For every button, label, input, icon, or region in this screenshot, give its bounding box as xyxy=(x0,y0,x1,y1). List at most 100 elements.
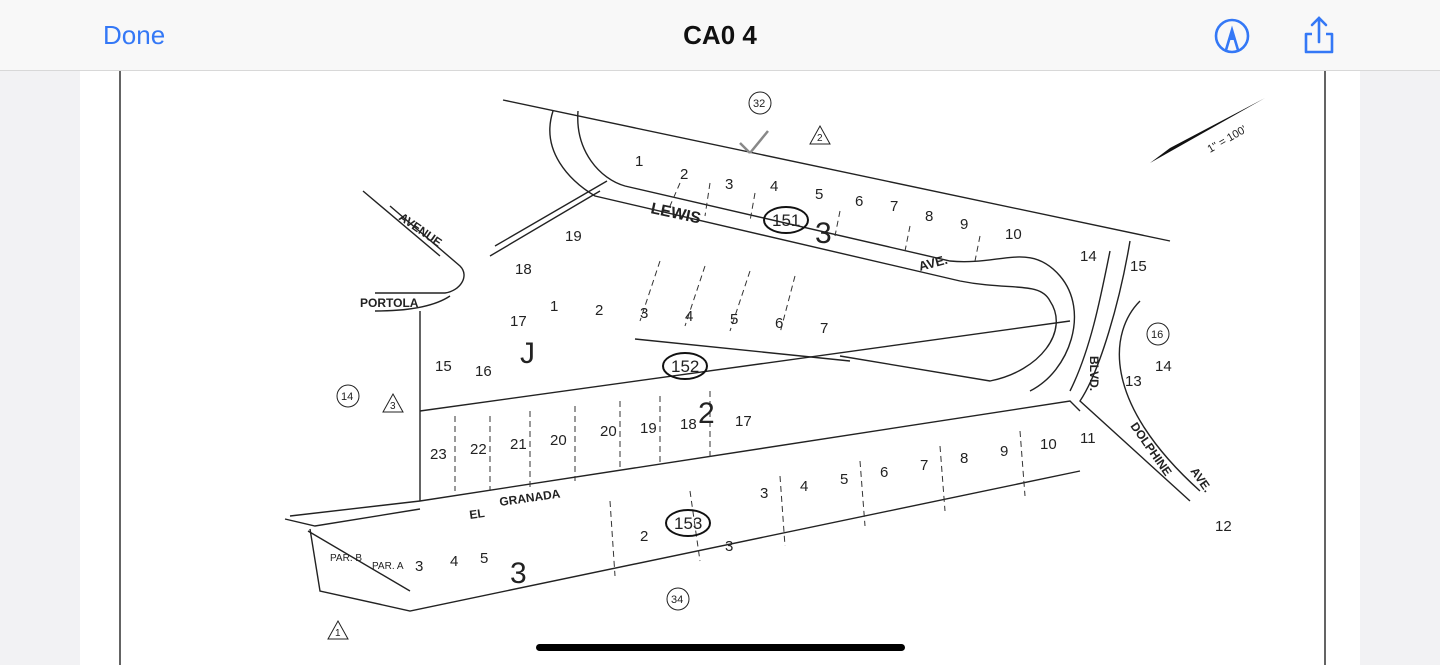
lot-line xyxy=(904,225,911,252)
block-number-oval xyxy=(665,509,711,537)
lot-line xyxy=(834,210,841,237)
street-label: LEWIS xyxy=(649,200,702,227)
block-number: 153 xyxy=(674,514,702,533)
lot-number: 3 xyxy=(725,538,733,555)
lot-number: 4 xyxy=(685,308,693,325)
lot-line xyxy=(669,182,681,207)
street-label: DOLPHINE xyxy=(1128,420,1175,479)
lot-number: 18 xyxy=(515,261,532,278)
lot-line xyxy=(1019,430,1026,497)
triangle-label: 3 xyxy=(390,401,396,412)
lot-line xyxy=(779,475,786,547)
lot-number: 2 xyxy=(640,528,648,545)
lot-line xyxy=(939,445,946,512)
triangle-marker-icon xyxy=(382,392,404,413)
lot-number: 11 xyxy=(1080,430,1096,447)
parcel-map: LEWIS AVE. AVENUE PORTOLA EL GRANADA DOLPHINE A… xyxy=(119,71,1326,665)
lot-number: 23 xyxy=(430,446,447,463)
lot-number: 13 xyxy=(1125,373,1142,390)
lot-number: 6 xyxy=(880,464,888,481)
lot-line xyxy=(729,270,751,332)
lot-number: 9 xyxy=(1000,443,1008,460)
street-label: PORTOLA xyxy=(360,296,419,310)
lot-number: 8 xyxy=(925,208,933,225)
street-label: AVE. xyxy=(917,252,949,274)
lot-number: 19 xyxy=(640,420,657,437)
block-number: 151 xyxy=(772,211,800,230)
lot-number: 2 xyxy=(680,166,688,183)
block-number: 152 xyxy=(671,357,699,376)
lot-number: 1 xyxy=(550,298,558,315)
block-number-oval xyxy=(662,352,708,380)
lot-line xyxy=(609,500,616,577)
lot-number: 17 xyxy=(735,413,752,430)
lot-line xyxy=(704,182,711,217)
lot-number: 7 xyxy=(920,457,928,474)
lot-number: 7 xyxy=(890,198,898,215)
handwritten-mark: 3 xyxy=(510,557,527,590)
lot-line xyxy=(684,265,706,327)
lot-number: PAR. B xyxy=(330,553,362,564)
lot-number: 18 xyxy=(680,416,697,433)
street-label: BLVD. xyxy=(1087,356,1101,391)
lot-number: 16 xyxy=(475,363,492,380)
lot-number: PAR. A xyxy=(372,561,404,572)
lot-line xyxy=(859,460,866,527)
north-arrow-icon xyxy=(1150,98,1265,163)
lot-number: 14 xyxy=(1080,248,1097,265)
check-mark-icon xyxy=(749,130,769,154)
lot-number: 9 xyxy=(960,216,968,233)
lot-number: 5 xyxy=(730,311,738,328)
share-button[interactable] xyxy=(1299,14,1339,56)
lot-line xyxy=(639,260,661,322)
lot-line xyxy=(974,235,981,262)
lot-number: 19 xyxy=(565,228,582,245)
lot-number: 15 xyxy=(1130,258,1147,275)
reference-number: 14 xyxy=(341,391,353,403)
lot-number: 5 xyxy=(480,550,488,567)
lot-number: 4 xyxy=(800,478,808,495)
markup-button[interactable] xyxy=(1212,14,1252,56)
lot-number: 8 xyxy=(960,450,968,467)
lot-number: 14 xyxy=(1155,358,1172,375)
lot-number: 10 xyxy=(1040,436,1057,453)
lot-number: 22 xyxy=(470,441,487,458)
lot-line xyxy=(689,490,701,562)
reference-number: 16 xyxy=(1151,329,1163,341)
triangle-marker-icon xyxy=(809,124,831,145)
lot-number: 15 xyxy=(435,358,452,375)
home-indicator xyxy=(536,644,905,651)
triangle-label: 1 xyxy=(335,628,341,639)
pencil-tip-circle-icon xyxy=(1214,18,1250,54)
lot-number: 4 xyxy=(450,553,458,570)
block-number-oval xyxy=(763,206,809,234)
lot-number: 17 xyxy=(510,313,527,330)
lot-number: 2 xyxy=(595,302,603,319)
street-label: AVENUE xyxy=(396,210,444,250)
document-page xyxy=(80,71,1360,665)
lot-number: 1 xyxy=(635,153,643,170)
lot-number: 6 xyxy=(775,315,783,332)
lot-number: 3 xyxy=(640,305,648,322)
lot-number: 10 xyxy=(1005,226,1022,243)
lot-line xyxy=(749,192,756,222)
reference-number: 32 xyxy=(753,98,765,110)
reference-circle xyxy=(748,91,772,115)
done-button[interactable]: Done xyxy=(103,20,166,50)
lot-number: 21 xyxy=(510,436,527,453)
triangle-label: 2 xyxy=(817,133,823,144)
lot-number: 4 xyxy=(770,178,778,195)
lot-number: 20 xyxy=(550,432,567,449)
street-label: EL xyxy=(468,506,485,522)
lot-number: 3 xyxy=(725,176,733,193)
street-label: AVE. xyxy=(1188,465,1215,495)
lot-number: 6 xyxy=(855,193,863,210)
handwritten-mark: 2 xyxy=(698,397,715,430)
street-label: GRANADA xyxy=(498,487,561,509)
triangle-marker-icon xyxy=(327,619,349,640)
handwritten-mark: 3 xyxy=(815,217,832,250)
lot-number: 3 xyxy=(415,558,423,575)
lot-number: 3 xyxy=(760,485,768,502)
lot-number: 12 xyxy=(1215,518,1232,535)
lot-number: 5 xyxy=(815,186,823,203)
